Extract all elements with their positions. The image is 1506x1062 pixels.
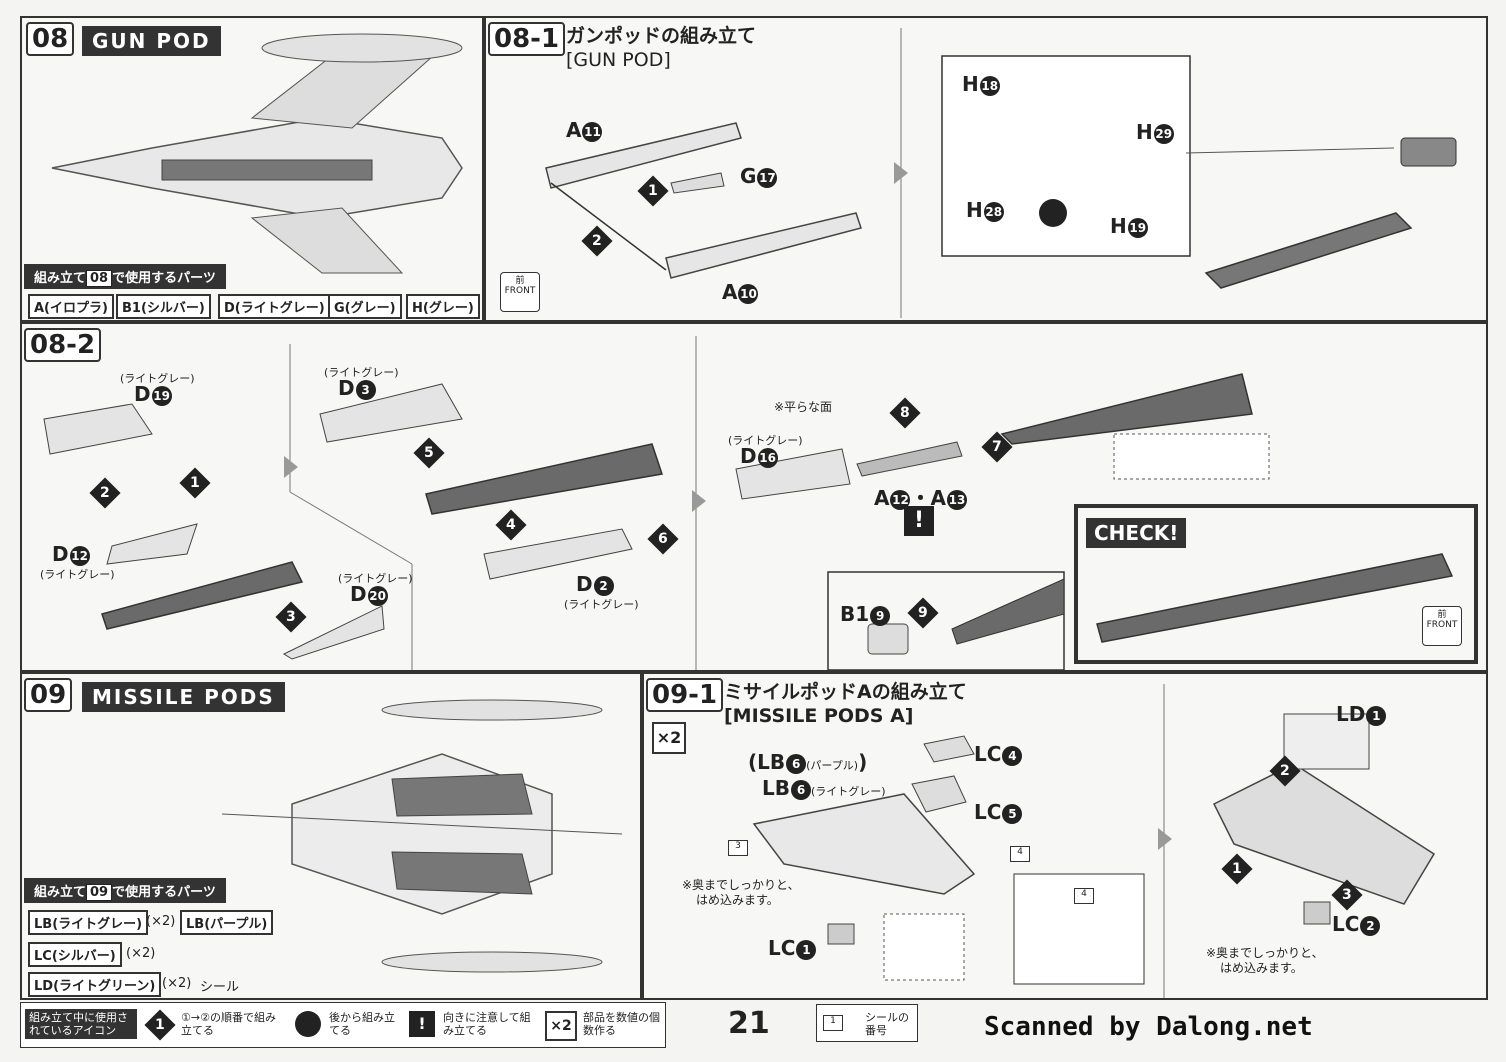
step-number-09-1: 09-1 [646, 678, 724, 712]
title-en-gun-pod: [GUN POD] [566, 49, 671, 71]
flat-surface-note: ※平らな面 [774, 400, 833, 414]
title-jp-missile-pod-a: ミサイルポッドAの組み立て [724, 681, 967, 703]
order-icon: 1 [144, 1009, 176, 1041]
seal-number-desc: シールの番号 [865, 1011, 909, 1037]
check-badge: CHECK! [1086, 518, 1187, 548]
flow-arrow-right [894, 162, 908, 184]
part-lb-lightgray-qty: (×2) [146, 914, 176, 929]
aircraft-missile-illustration [221, 699, 623, 973]
part-ld-lightgreen-qty: (×2) [162, 976, 192, 991]
part-g-gray: G(グレー) [328, 294, 402, 319]
seal-icon: 1 [823, 1015, 843, 1031]
orientation-icon-desc: 向きに注意して組み立てる [443, 1011, 531, 1037]
step-title-gun-pod: GUN POD [82, 26, 221, 56]
step-number-08-1: 08-1 [488, 22, 566, 56]
part-lc-silver: LC(シルバー) [28, 942, 122, 967]
later-icon-desc: 後から組み立てる [329, 1011, 395, 1037]
seal-label: シール [200, 980, 240, 995]
sticker-3-icon: 3 [728, 840, 748, 856]
icons-label: 組み立て中に使用されているアイコン [25, 1009, 137, 1039]
part-a-irpla: A(イロプラ) [28, 294, 114, 319]
part-lc-silver-qty: (×2) [126, 946, 156, 961]
flow-arrow-right [1158, 828, 1172, 850]
page-number: 21 [728, 1006, 770, 1041]
insert-note-left: ※奥までしっかりと、はめ込みます。 [682, 878, 800, 907]
label-lightgray-d2: (ライトグレー) [564, 598, 639, 611]
scan-credit: Scanned by Dalong.net [984, 1012, 1313, 1042]
part-lb-lightgray: LB(ライトグレー) [28, 910, 149, 935]
flow-arrow-right [692, 490, 706, 512]
insert-note-right: ※奥までしっかりと、はめ込みます。 [1206, 946, 1324, 975]
footer-icon-legend: 組み立て中に使用されているアイコン 1 ①→②の順番で組み立てる 後から組み立て… [20, 1002, 666, 1048]
label-lightgray-d20: (ライトグレー) [338, 572, 413, 585]
label-lightgray-d19: (ライトグレー) [120, 372, 195, 385]
caution-icon: ! [904, 506, 934, 536]
step-title-missile-pods: MISSILE PODS [82, 682, 285, 712]
quantity-icon: ×2 [545, 1011, 577, 1041]
label-lightgray-d12: (ライトグレー) [40, 568, 115, 581]
quantity-icon-desc: 部品を数値の個数作る [583, 1011, 660, 1037]
label-lightgray-d3: (ライトグレー) [324, 366, 399, 379]
label-lightgray-d16: (ライトグレー) [728, 434, 803, 447]
step-number-08-2: 08-2 [24, 328, 102, 362]
make-two-icon: ×2 [652, 722, 686, 754]
part-d-lightgray: D(ライトグレー) [218, 294, 331, 319]
later-icon [295, 1011, 321, 1037]
flow-arrow-right [284, 456, 298, 478]
part-lb-purple: LB(パープル) [180, 910, 274, 935]
step-number-08: 08 [26, 22, 75, 56]
aircraft-illustration [51, 33, 463, 274]
part-b1-silver: B1(シルバー) [116, 294, 211, 319]
sticker-4-icon: 4 [1010, 846, 1030, 862]
title-jp-gun-pod-assembly: ガンポッドの組み立て [566, 25, 757, 47]
gun-pod-parts-illustration [545, 28, 1457, 318]
step-number-09: 09 [24, 678, 73, 712]
orientation-icon: ! [409, 1011, 435, 1037]
title-en-missile-pods-a: [MISSILE PODS A] [724, 705, 914, 727]
gun-pod-step2-illustration [43, 336, 1478, 670]
part-h-gray: H(グレー) [406, 294, 480, 319]
sticker-4-icon-detail: 4 [1074, 888, 1094, 904]
part-ld-lightgreen: LD(ライトグリーン) [28, 972, 162, 997]
seal-number-legend: 1 シールの番号 [816, 1004, 918, 1042]
panel-09-1: 09-1 ミサイルポッドAの組み立て [MISSILE PODS A] ×2 (… [642, 672, 1488, 1000]
order-icon-desc: ①→②の順番で組み立てる [181, 1011, 276, 1037]
